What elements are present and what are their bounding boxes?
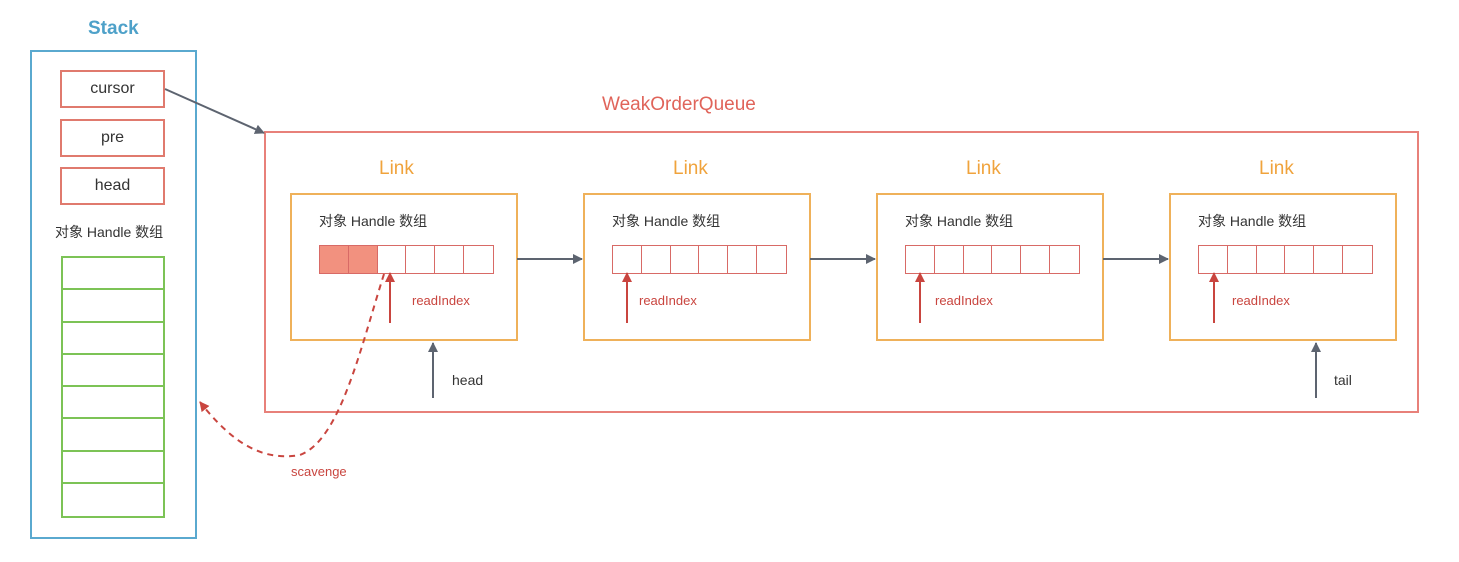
- read-index-label: readIndex: [1232, 293, 1290, 308]
- link-title-3: Link: [966, 158, 1001, 179]
- array-cell: [1314, 246, 1343, 273]
- stack-array-caption: 对象 Handle 数组: [55, 224, 164, 240]
- tail-pointer-label: tail: [1334, 372, 1352, 388]
- stack-array-cell: [63, 290, 163, 323]
- stack-array-cell: [63, 419, 163, 452]
- array-cell: [671, 246, 700, 273]
- array-cell: [406, 246, 436, 273]
- cursor-arrow: [164, 88, 265, 134]
- read-index-label: readIndex: [639, 293, 697, 308]
- weak-order-queue-title: WeakOrderQueue: [602, 94, 756, 115]
- link-array-caption: 对象 Handle 数组: [1198, 213, 1307, 229]
- link-handle-array: [1198, 245, 1373, 274]
- array-cell-filled: [320, 246, 349, 273]
- array-cell: [613, 246, 642, 273]
- scavenge-label: scavenge: [291, 464, 347, 479]
- scavenge-arrow: [199, 273, 385, 458]
- head-pointer-label: head: [452, 372, 484, 388]
- stack-array-cell: [63, 355, 163, 387]
- stack-array-cell: [63, 323, 163, 355]
- link-array-caption: 对象 Handle 数组: [612, 213, 721, 229]
- link-handle-array: [905, 245, 1080, 274]
- array-cell-filled: [348, 246, 378, 273]
- array-cell: [1228, 246, 1257, 273]
- stack-title: Stack: [88, 18, 139, 39]
- link-handle-array: [319, 245, 494, 274]
- array-cell: [435, 246, 464, 273]
- array-cell: [728, 246, 757, 273]
- read-index-label: readIndex: [412, 293, 470, 308]
- link-array-caption: 对象 Handle 数组: [905, 213, 1014, 229]
- link-node-4: 对象 Handle 数组 readIndex: [1169, 193, 1397, 341]
- weak-order-queue-container: [264, 131, 1419, 413]
- link-title-4: Link: [1259, 158, 1294, 179]
- stack-field-cursor: cursor: [60, 70, 165, 108]
- array-cell: [935, 246, 964, 273]
- stack-array-cell: [63, 387, 163, 420]
- array-cell: [1021, 246, 1050, 273]
- link-title-2: Link: [673, 158, 708, 179]
- array-cell: [1199, 246, 1228, 273]
- array-cell: [992, 246, 1022, 273]
- stack-handle-array: [61, 256, 165, 518]
- array-cell: [964, 246, 993, 273]
- array-cell: [699, 246, 729, 273]
- stack-array-cell: [63, 258, 163, 291]
- array-cell: [1257, 246, 1286, 273]
- stack-array-cell: [63, 452, 163, 484]
- link-title-1: Link: [379, 158, 414, 179]
- stack-field-pre: pre: [60, 119, 165, 157]
- link-array-caption: 对象 Handle 数组: [319, 213, 428, 229]
- read-index-label: readIndex: [935, 293, 993, 308]
- array-cell: [1285, 246, 1315, 273]
- link-node-2: 对象 Handle 数组 readIndex: [583, 193, 811, 341]
- link-handle-array: [612, 245, 787, 274]
- stack-field-head: head: [60, 167, 165, 205]
- array-cell: [378, 246, 407, 273]
- stack-container: [30, 50, 197, 539]
- link-node-3: 对象 Handle 数组 readIndex: [876, 193, 1104, 341]
- array-cell: [906, 246, 935, 273]
- link-node-1: 对象 Handle 数组 readIndex: [290, 193, 518, 341]
- array-cell: [642, 246, 671, 273]
